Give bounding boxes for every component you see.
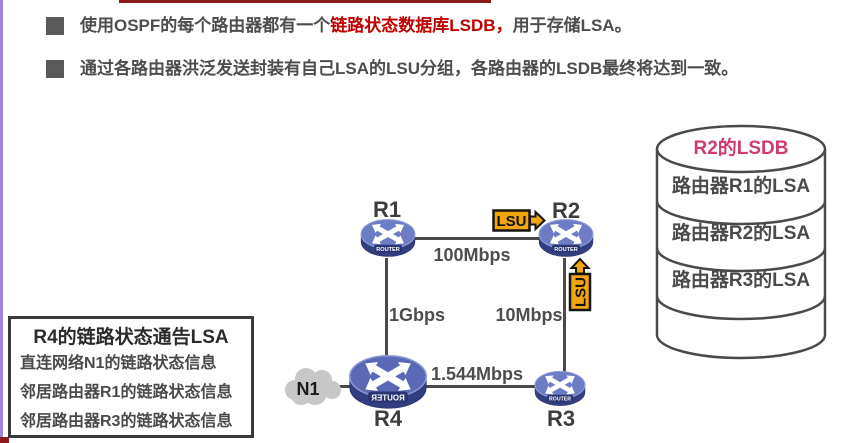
bullet-item-1: 使用OSPF的每个路由器都有一个链路状态数据库LSDB，用于存储LSA。 (46, 13, 632, 39)
router-glyph: ROUTER (534, 370, 586, 406)
router-icon-r2: ROUTER (538, 216, 594, 265)
bullet-text-2: 通过各路由器洪泛发送封装有自己LSA的LSU分组，各路由器的LSDB最终将达到一… (80, 56, 738, 82)
link-n1-r4 (334, 385, 358, 388)
cloud-label: N1 (296, 379, 319, 399)
r4-lsa-item-2: 邻居路由器R1的链路状态信息 (20, 384, 233, 401)
left-edge-stripe (0, 0, 3, 437)
link-r4-r3 (424, 385, 536, 388)
bullet-text-1: 使用OSPF的每个路由器都有一个链路状态数据库LSDB，用于存储LSA。 (80, 13, 632, 39)
lsdb-cylinder (655, 124, 827, 360)
r4-lsa-box-title: R4的链路状态通告LSA (33, 327, 229, 348)
bullet1-post: 用于存储LSA。 (512, 16, 632, 35)
router-label-r1: R1 (372, 197, 402, 222)
bullet-item-2: 通过各路由器洪泛发送封装有自己LSA的LSU分组，各路由器的LSDB最终将达到一… (46, 56, 738, 82)
link-r1-r2 (414, 237, 540, 240)
router-icon-r4: ROUTER (348, 351, 428, 418)
bullet1-highlight: 链路状态数据库LSDB， (330, 16, 513, 35)
bullet-marker-icon (46, 60, 64, 78)
router-label-r4: R4 (373, 406, 403, 431)
router-icon-r3: ROUTER (534, 368, 586, 414)
r4-lsa-box: R4的链路状态通告LSA 直连网络N1的链路状态信息 邻居路由器R1的链路状态信… (8, 316, 254, 438)
r4-lsa-item-3: 邻居路由器R3的链路状态信息 (20, 413, 233, 430)
link-label-1544mbps: 1.544Mbps (430, 364, 524, 384)
bullet-marker-icon (46, 17, 64, 35)
lsdb-divider (655, 295, 827, 321)
lsu-packet-tag-horizontal: LSU (492, 209, 546, 232)
lsu-tag-icon: LSU (492, 209, 546, 232)
router-label-r2: R2 (551, 198, 581, 223)
top-accent-bar (119, 0, 491, 3)
router-label-r3: R3 (546, 406, 576, 431)
link-label-1gbps: 1Gbps (388, 305, 445, 325)
link-r2-r3 (563, 258, 566, 372)
lsdb-title: R2的LSDB (693, 138, 789, 159)
lsu-label: LSU (497, 213, 527, 230)
bullet2-pre: 通过各路由器洪泛发送封装有自己LSA的LSU分组，各路由器的LSDB最终将达到一… (80, 59, 739, 78)
lsdb-divider (655, 200, 827, 226)
lsu-packet-tag-vertical: LSU (568, 257, 592, 312)
r4-lsa-item-1: 直连网络N1的链路状态信息 (20, 355, 217, 372)
lsdb-entry-r1: 路由器R1的LSA (671, 176, 811, 197)
lsdb-entry-r2: 路由器R2的LSA (671, 223, 811, 244)
lsu-tag-icon: LSU (568, 257, 592, 312)
network-cloud-n1: N1 (282, 364, 344, 413)
router-caption: ROUTER (549, 396, 571, 402)
router-glyph: ROUTER (360, 218, 416, 257)
link-r1-r4 (385, 258, 388, 364)
bullet1-pre: 使用OSPF的每个路由器都有一个 (80, 16, 331, 35)
router-caption-mirrored: ROUTER (371, 393, 405, 402)
cloud-icon: N1 (285, 368, 341, 405)
router-glyph: ROUTER (538, 218, 594, 257)
lsdb-divider (655, 247, 827, 273)
bottom-accent-chip (0, 437, 9, 443)
link-label-10mbps: 10Mbps (495, 305, 563, 325)
router-caption: ROUTER (376, 247, 400, 253)
router-glyph: ROUTER (349, 354, 427, 409)
link-label-100mbps: 100Mbps (433, 245, 511, 265)
router-caption: ROUTER (554, 247, 578, 253)
router-icon-r1: ROUTER (360, 216, 416, 265)
lsdb-entry-r3: 路由器R3的LSA (671, 270, 811, 291)
lsu-label: LSU (573, 277, 590, 307)
